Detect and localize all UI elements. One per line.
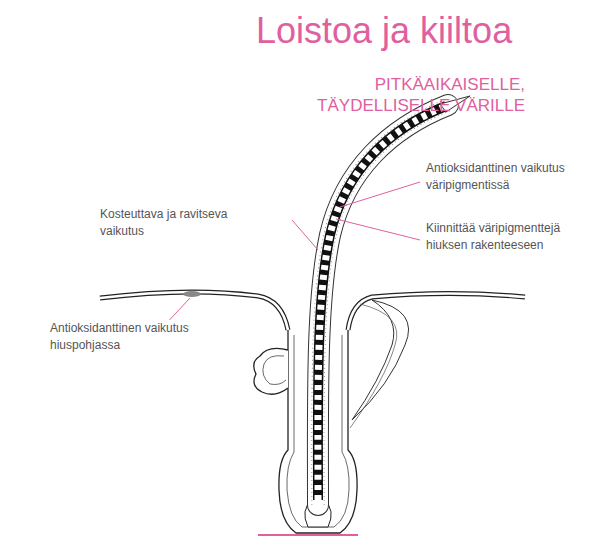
leader-line xyxy=(340,182,420,207)
callout-label: Antioksidanttinen vaikutus väripigmentis… xyxy=(426,160,591,194)
baseline-mark xyxy=(258,534,358,536)
heading: Loistoa ja kiiltoa xyxy=(256,10,512,52)
subheading: PITKÄAIKAISELLE, TÄYDELLISELLE VÄRILLE xyxy=(265,74,525,117)
callout-label: Antioksidanttinen vaikutus hiuspohjassa xyxy=(50,320,215,354)
skin-surface xyxy=(348,294,525,331)
leader-line xyxy=(292,220,318,250)
sebaceous-gland xyxy=(263,356,286,385)
sebaceous-gland xyxy=(254,348,288,394)
callout-label: Kosteuttava ja ravitseva vaikutus xyxy=(100,206,265,240)
arrector-pili-muscle xyxy=(352,300,409,420)
skin-surface xyxy=(348,294,525,331)
scalp-spot xyxy=(183,291,201,297)
leader-line xyxy=(336,219,420,240)
callout-label: Kiinnittää väripigmenttejä hiuksen raken… xyxy=(426,220,591,254)
arrector-pili-muscle xyxy=(350,304,397,428)
